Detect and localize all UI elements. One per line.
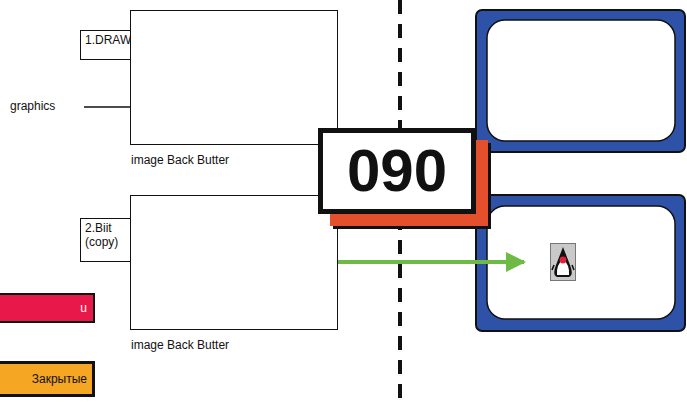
- node-text: Закрытые: [32, 372, 87, 386]
- caption-text: image Back Butter: [131, 153, 229, 167]
- node-text: u: [80, 301, 87, 315]
- node-text: 090: [347, 141, 447, 201]
- window-frame: [476, 10, 685, 152]
- tab-bar: u: [0, 293, 95, 323]
- image-buffer: image Back Butter: [130, 195, 338, 330]
- tab-bar: Закрытые: [0, 361, 95, 397]
- callout-label: graphics: [10, 99, 55, 113]
- caption-text: image Back Butter: [131, 338, 229, 352]
- duke-icon: [551, 244, 576, 281]
- number-badge: 090: [318, 128, 476, 214]
- node-text: 2.Biit (copy): [85, 221, 132, 249]
- step-label: 2.Biit (copy): [80, 218, 137, 262]
- node-text: 1.DRAW: [85, 33, 132, 47]
- step-label: 1.DRAW: [80, 30, 137, 60]
- image-buffer: image Back Butter: [130, 10, 338, 145]
